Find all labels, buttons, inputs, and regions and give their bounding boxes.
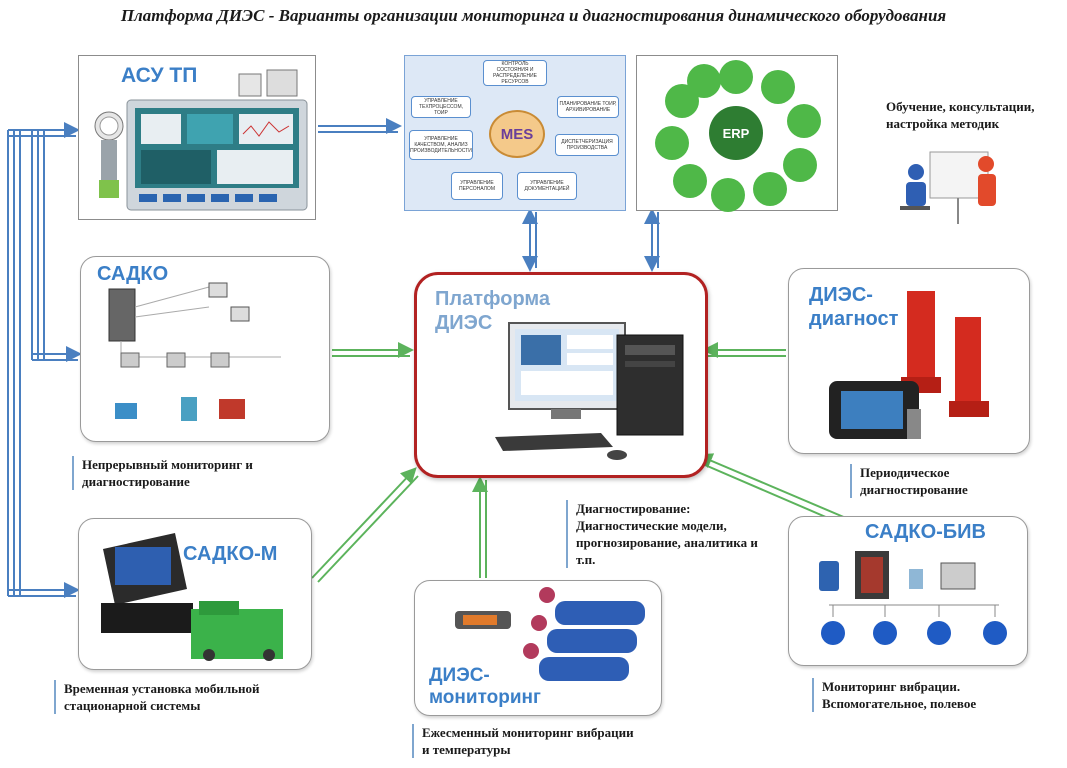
sadko-m-panel: САДКО-М — [78, 518, 312, 670]
mes-node: УПРАВЛЕНИЕ ТЕХПРОЦЕССОМ, ТОИР — [411, 96, 471, 118]
asu-tp-label: АСУ ТП — [121, 64, 198, 87]
erp-node — [753, 172, 787, 206]
sadko-panel: САДКО — [80, 256, 330, 442]
mes-node: УПРАВЛЕНИЕ ПЕРСОНАЛОМ — [451, 172, 503, 200]
sadko-biv-label: САДКО-БИВ — [865, 521, 986, 543]
erp-node — [655, 126, 689, 160]
page-title: Платформа ДИЭС - Варианты организации мо… — [120, 6, 947, 25]
dies-monitoring-caption: Ежесменный мониторинг вибрации и темпера… — [412, 724, 642, 758]
sadko-m-caption: Временная установка мобильной стационарн… — [54, 680, 324, 714]
dies-diagnost-label: ДИЭС- диагност — [809, 284, 899, 330]
mes-node: КОНТРОЛЬ СОСТОЯНИЯ И РАСПРЕДЕЛЕНИЕ РЕСУР… — [483, 60, 547, 86]
sadko-network-illustration — [108, 282, 281, 421]
diagnostics-caption: Диагностирование: Диагностические модели… — [566, 500, 776, 568]
platform-box: Платформа ДИЭС — [414, 272, 708, 478]
erp-node — [687, 64, 721, 98]
sadko-caption: Непрерывный мониторинг и диагностировани… — [72, 456, 302, 490]
erp-node — [783, 148, 817, 182]
mes-center-node: MES — [489, 110, 545, 158]
erp-node — [761, 70, 795, 104]
vibration-network-illustration — [819, 551, 1007, 645]
erp-center-node: ERP — [709, 106, 763, 160]
dies-diagnost-panel: ДИЭС- диагност — [788, 268, 1030, 454]
erp-node — [787, 104, 821, 138]
sadko-m-label: САДКО-М — [183, 543, 278, 565]
platform-label: Платформа ДИЭС — [435, 288, 551, 334]
mes-node: ДИСПЕТЧЕРИЗАЦИЯ ПРОИЗВОДСТВА — [555, 134, 619, 156]
scada-screen-illustration — [94, 69, 308, 211]
pumps-device-illustration — [829, 291, 989, 439]
dies-monitoring-label: ДИЭС- мониторинг — [429, 665, 541, 708]
asu-tp-panel: АСУ ТП — [78, 55, 316, 220]
dies-monitoring-panel: ДИЭС- мониторинг — [414, 580, 662, 716]
heat-exchanger-illustration — [455, 587, 645, 681]
mes-panel: MES КОНТРОЛЬ СОСТОЯНИЯ И РАСПРЕДЕЛЕНИЕ Р… — [404, 55, 626, 211]
sadko-biv-caption: Мониторинг вибрации. Вспомогательное, по… — [812, 678, 1032, 712]
mes-node: УПРАВЛЕНИЕ КАЧЕСТВОМ, АНАЛИЗ ПРОИЗВОДИТЕ… — [409, 130, 473, 160]
erp-panel: ERP — [636, 55, 838, 212]
erp-node — [719, 60, 753, 94]
sadko-biv-panel: САДКО-БИВ — [788, 516, 1028, 666]
mobile-system-illustration — [101, 533, 283, 661]
training-caption: Обучение, консультации, настройка методи… — [886, 99, 1035, 131]
computer-illustration — [495, 322, 684, 460]
erp-node — [673, 164, 707, 198]
dies-diagnost-caption: Периодическое диагностирование — [850, 464, 1020, 498]
mes-node: УПРАВЛЕНИЕ ДОКУМЕНТАЦИЕЙ — [517, 172, 577, 200]
erp-node — [711, 178, 745, 212]
mes-node: ПЛАНИРОВАНИЕ ТОИР, АРХИВИРОВАНИЕ — [557, 96, 619, 118]
sadko-label: САДКО — [97, 263, 169, 285]
